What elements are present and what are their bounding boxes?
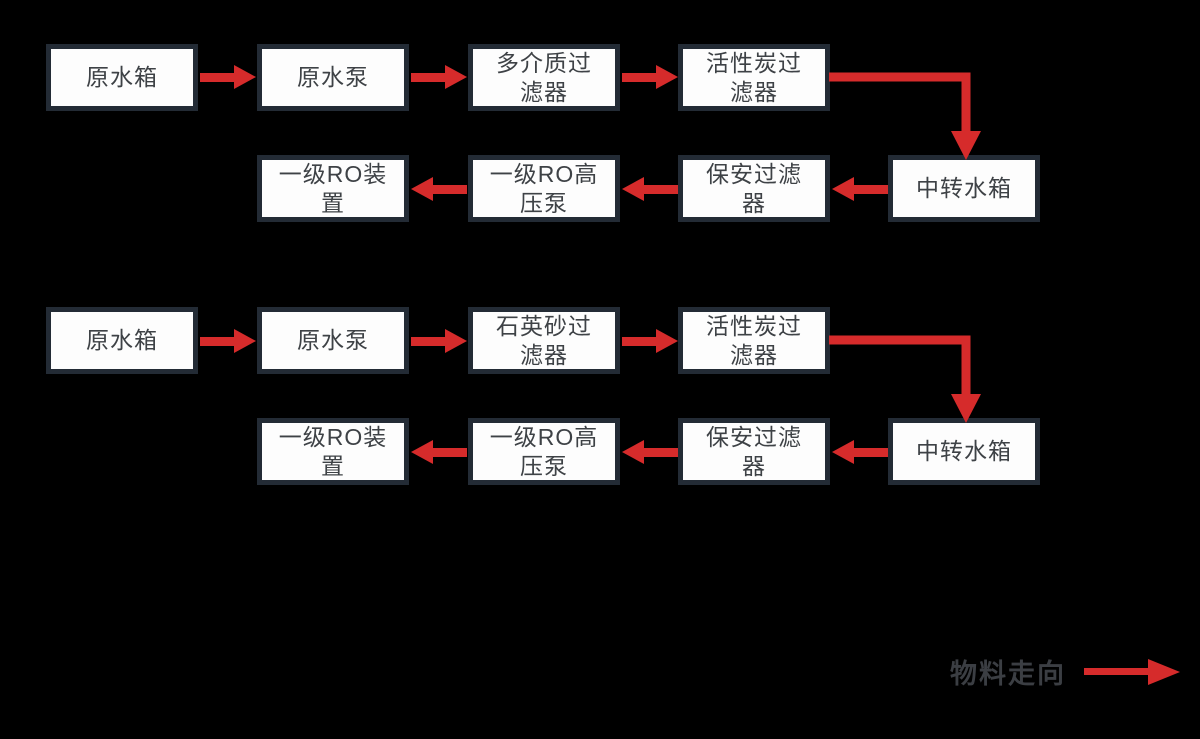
node-activated-carbon-filter-2: 活性炭过 滤器 — [678, 307, 830, 374]
arrow-shaft — [200, 336, 234, 346]
node-raw-water-tank-1: 原水箱 — [46, 44, 198, 111]
arrow-shaft — [622, 336, 656, 346]
arrow-head-icon — [832, 440, 854, 464]
arrow-shaft — [433, 184, 467, 194]
flow-arrow-right-icon — [411, 65, 467, 89]
flow-arrow-left-icon — [411, 440, 467, 464]
arrow-head-icon — [656, 329, 678, 353]
arrow-shaft — [411, 336, 445, 346]
node-activated-carbon-filter-1: 活性炭过 滤器 — [678, 44, 830, 111]
node-quartz-sand-filter: 石英砂过 滤器 — [468, 307, 620, 374]
node-transfer-water-tank-1: 中转水箱 — [888, 155, 1040, 222]
legend-label: 物料走向 — [950, 659, 1066, 689]
arrow-head-icon — [234, 65, 256, 89]
flow-arrow-right-icon — [622, 65, 678, 89]
arrow-shaft — [854, 447, 888, 457]
arrow-shaft — [854, 184, 888, 194]
node-multi-media-filter: 多介质过 滤器 — [468, 44, 620, 111]
node-security-filter-2: 保安过滤 器 — [678, 418, 830, 485]
arrow-head-icon — [622, 440, 644, 464]
arrow-shaft — [200, 72, 234, 82]
arrow-head-icon — [1148, 658, 1180, 685]
elbow-connector-icon — [829, 72, 981, 160]
arrow-shaft — [411, 72, 445, 82]
arrow-shaft — [433, 447, 467, 457]
arrow-head-icon — [445, 329, 467, 353]
arrow-head-icon — [832, 177, 854, 201]
node-ro-high-pressure-pump-2: 一级RO高 压泵 — [468, 418, 620, 485]
flow-arrow-right-icon — [411, 329, 467, 353]
flow-arrow-right-icon — [200, 329, 256, 353]
arrow-head-icon — [622, 177, 644, 201]
node-transfer-water-tank-2: 中转水箱 — [888, 418, 1040, 485]
arrow-shaft — [644, 447, 678, 457]
node-raw-water-tank-2: 原水箱 — [46, 307, 198, 374]
node-raw-water-pump-1: 原水泵 — [257, 44, 409, 111]
node-security-filter-1: 保安过滤 器 — [678, 155, 830, 222]
flow-arrow-left-icon — [411, 177, 467, 201]
flow-arrow-right-icon — [200, 65, 256, 89]
arrow-head-icon — [656, 65, 678, 89]
flow-arrow-left-icon — [832, 440, 888, 464]
arrow-head-icon — [445, 65, 467, 89]
flow-arrow-left-icon — [622, 177, 678, 201]
node-ro-unit-2: 一级RO装 置 — [257, 418, 409, 485]
legend: 物料走向 — [950, 652, 1180, 691]
elbow-connector-icon — [829, 335, 981, 423]
arrow-shaft — [1084, 668, 1148, 675]
arrow-shaft — [644, 184, 678, 194]
arrow-head-icon — [411, 177, 433, 201]
arrow-head-icon — [411, 440, 433, 464]
flow-arrow-left-icon — [832, 177, 888, 201]
legend-flow-arrow-icon — [1084, 658, 1180, 685]
node-raw-water-pump-2: 原水泵 — [257, 307, 409, 374]
arrow-shaft — [622, 72, 656, 82]
flow-arrow-left-icon — [622, 440, 678, 464]
node-ro-unit-1: 一级RO装 置 — [257, 155, 409, 222]
arrow-head-icon — [234, 329, 256, 353]
flow-arrow-right-icon — [622, 329, 678, 353]
node-ro-high-pressure-pump-1: 一级RO高 压泵 — [468, 155, 620, 222]
